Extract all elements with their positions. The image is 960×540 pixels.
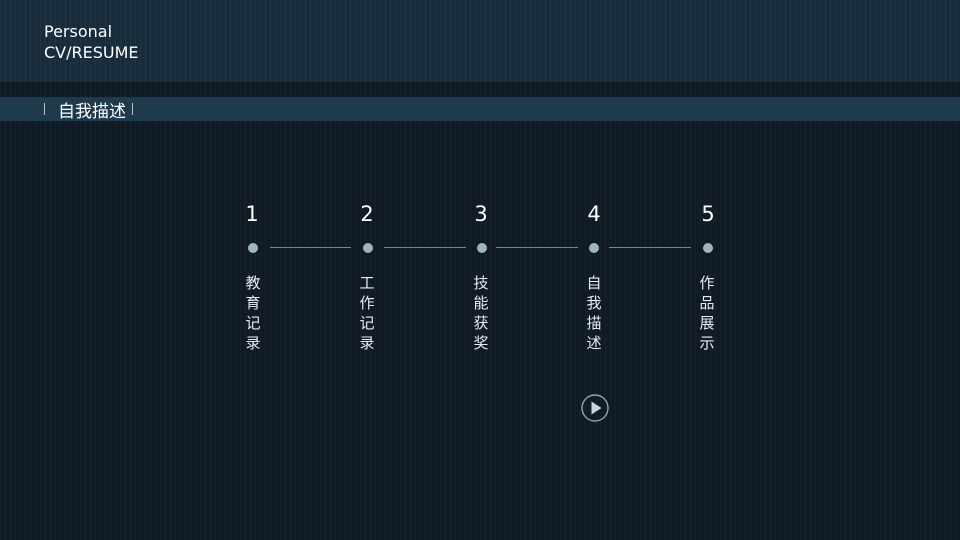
step-5-number[interactable]: 5 [701,202,715,226]
connector-line-3-4 [496,247,578,248]
step-5-dot[interactable] [703,243,713,253]
step-2-label[interactable]: 工作记录 [359,274,375,352]
play-button[interactable] [581,394,609,422]
step-1-number[interactable]: 1 [245,202,259,226]
section-title: 自我描述 [58,101,126,122]
step-3-number[interactable]: 3 [474,202,488,226]
left-bracket-tick [44,103,45,115]
header-title-line2: CV/RESUME [44,43,139,62]
step-4-label[interactable]: 自我描述 [586,274,602,352]
step-2-dot[interactable] [363,243,373,253]
step-1-label[interactable]: 教育记录 [245,274,261,352]
step-5-label[interactable]: 作品展示 [699,274,715,352]
section-label: 自我描述 [44,97,133,122]
step-3-dot[interactable] [477,243,487,253]
right-bracket-tick [132,103,133,115]
step-3-label[interactable]: 技能获奖 [473,274,489,352]
step-4-dot[interactable] [589,243,599,253]
connector-line-4-5 [609,247,691,248]
step-2-number[interactable]: 2 [360,202,374,226]
connector-line-1-2 [270,247,351,248]
step-4-number[interactable]: 4 [587,202,601,226]
section-bar: 自我描述 [0,97,960,122]
header-title-line1: Personal [44,22,113,41]
connector-line-2-3 [384,247,466,248]
header-title: Personal CV/RESUME [44,21,139,63]
play-circle-icon [581,394,609,422]
header-band: Personal CV/RESUME [0,0,960,82]
step-1-dot[interactable] [248,243,258,253]
